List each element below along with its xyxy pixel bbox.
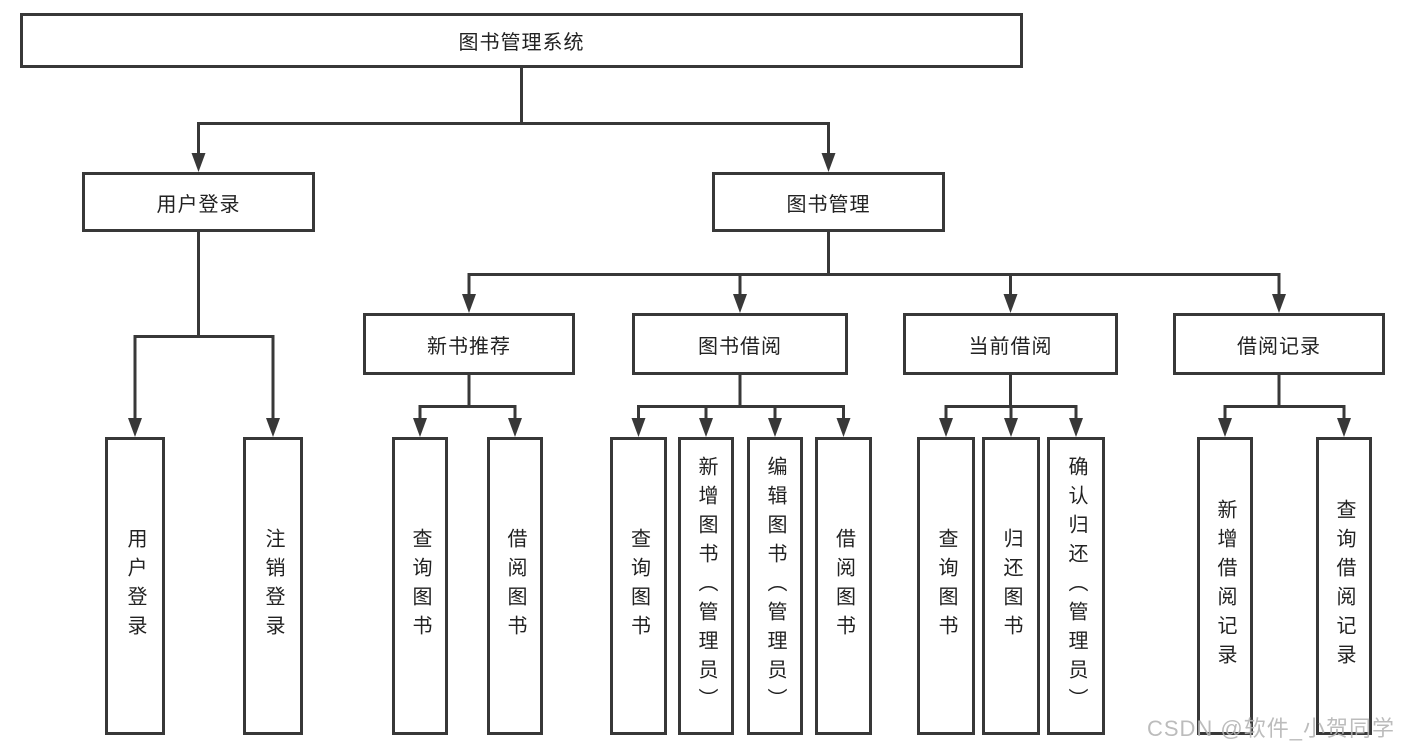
leaf-label: 查询图书	[627, 528, 650, 644]
leaf-label: 确认归还（管理员）	[1065, 455, 1087, 717]
leaf-label: 查询借阅记录	[1333, 499, 1355, 673]
leaf-label: 归还图书	[1000, 528, 1022, 644]
node-leaf-query-books-newbooks: 查询图书	[392, 437, 448, 735]
node-leaf-add-borrow-record: 新增借阅记录	[1197, 437, 1253, 735]
node-user-login: 用户登录	[82, 172, 315, 232]
leaf-label: 注销登录	[262, 528, 284, 644]
node-book-borrow: 图书借阅	[632, 313, 848, 375]
node-leaf-borrow-books: 借阅图书	[815, 437, 872, 735]
node-leaf-query-borrow-record: 查询借阅记录	[1316, 437, 1372, 735]
arrow-down-icons	[128, 153, 1351, 437]
leaf-label: 查询图书	[935, 528, 957, 644]
node-root: 图书管理系统	[20, 13, 1023, 68]
node-leaf-logout: 注销登录	[243, 437, 303, 735]
node-leaf-add-book-admin: 新增图书（管理员）	[678, 437, 734, 735]
node-leaf-borrow-books-newbooks: 借阅图书	[487, 437, 543, 735]
leaf-label: 借阅图书	[832, 528, 855, 644]
node-leaf-user-login: 用户登录	[105, 437, 165, 735]
node-book-management: 图书管理	[712, 172, 945, 232]
leaf-label: 新增图书（管理员）	[695, 455, 717, 717]
leaf-label: 编辑图书（管理员）	[764, 455, 786, 717]
leaf-label: 用户登录	[124, 528, 146, 644]
node-new-books: 新书推荐	[363, 313, 575, 375]
node-borrow-records: 借阅记录	[1173, 313, 1385, 375]
leaf-label: 借阅图书	[504, 528, 526, 644]
node-leaf-return-book: 归还图书	[982, 437, 1040, 735]
leaf-label: 新增借阅记录	[1214, 499, 1236, 673]
node-leaf-query-books-current: 查询图书	[917, 437, 975, 735]
node-leaf-confirm-return-admin: 确认归还（管理员）	[1047, 437, 1105, 735]
node-leaf-query-books-borrow: 查询图书	[610, 437, 667, 735]
node-leaf-edit-book-admin: 编辑图书（管理员）	[747, 437, 803, 735]
node-current-borrow: 当前借阅	[903, 313, 1118, 375]
leaf-label: 查询图书	[409, 528, 431, 644]
